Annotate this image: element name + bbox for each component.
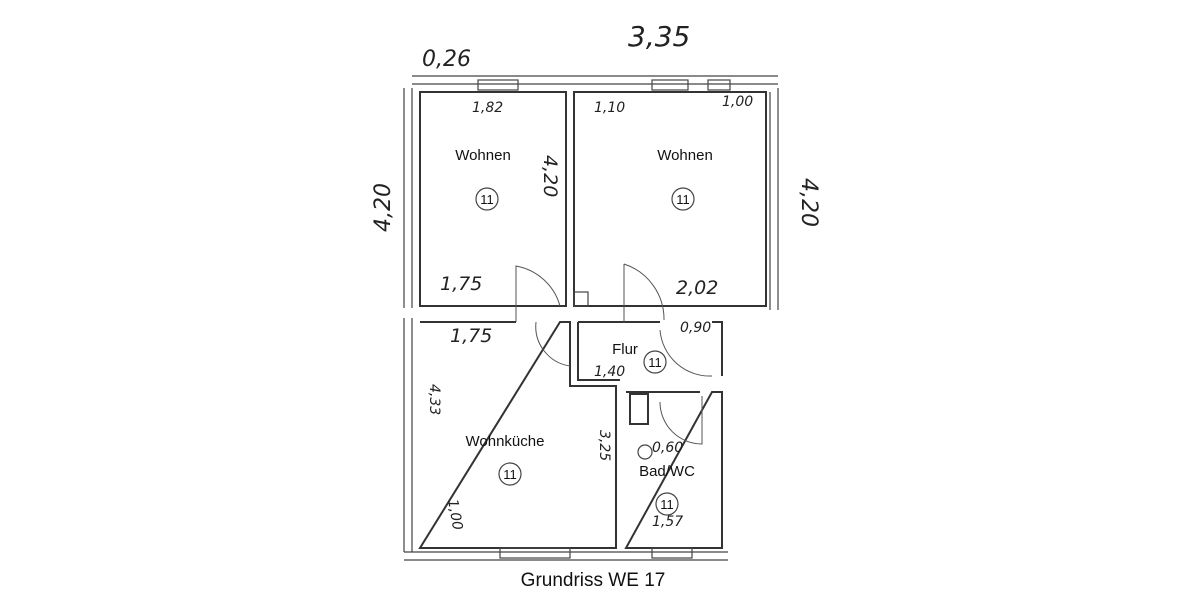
dim-room1-top: 1,82 [472,100,503,116]
dim-flur-width: 1,40 [594,364,625,380]
dim-height-right: 4,20 [796,178,821,227]
room-label-wohnkueche: Wohnküche [466,433,545,450]
plan-caption: Grundriss WE 17 [521,570,666,591]
dim-kitchen-bottom: 1,00 [444,498,465,532]
dim-room2-top-right: 1,00 [722,94,753,110]
dim-room1-bottom: 1,75 [440,273,482,295]
dim-room1-height: 4,20 [539,155,561,197]
dim-flur-top-right: 0,90 [680,320,711,336]
dim-kitchen-top: 1,75 [450,325,492,347]
outer-walls [403,75,779,561]
room-number-wohnen-right: 11 [676,192,690,207]
dim-wall-offset: 0,26 [422,47,471,72]
dim-kitchen-height-left: 4,33 [426,384,442,415]
room-label-wohnen-right: Wohnen [657,147,713,164]
room-label-flur: Flur [612,341,638,358]
dim-room2-top-left: 1,10 [594,100,625,116]
door-swings [515,263,713,445]
dim-bath-bottom: 1,57 [652,514,683,530]
room-walls [418,91,767,549]
room-number-markers [475,187,695,516]
dim-bath-top: 0,60 [652,440,683,456]
dim-total-width: 3,35 [628,20,690,53]
dim-height-left: 4,20 [371,183,396,232]
dim-room2-bottom: 2,02 [676,277,718,299]
room-number-bad-wc: 11 [660,497,674,512]
room-number-flur: 11 [648,355,662,370]
room-label-wohnen-left: Wohnen [455,147,511,164]
room-number-wohnen-left: 11 [480,192,494,207]
dim-kitchen-height-right: 3,25 [596,430,612,461]
room-number-wohnkueche: 11 [503,467,517,482]
windows [477,79,731,559]
room-label-bad-wc: Bad/WC [639,463,695,480]
